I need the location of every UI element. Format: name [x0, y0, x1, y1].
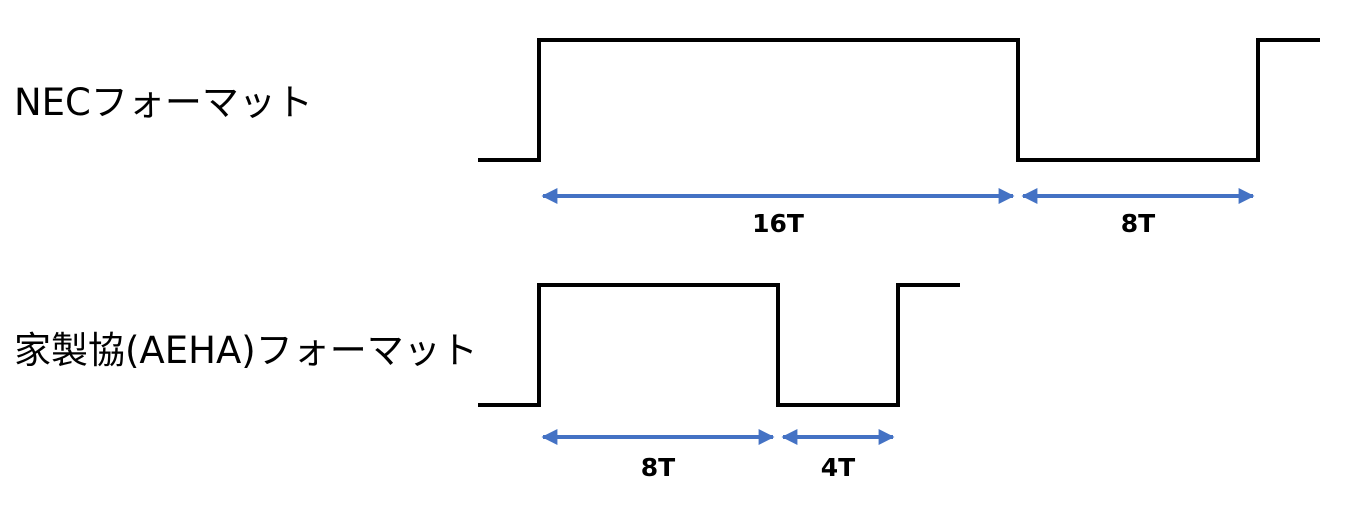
nec-signal-waveform [478, 38, 1320, 162]
nec-16t-label: 16T [752, 209, 804, 238]
aeha-4t-label: 4T [821, 453, 855, 482]
aeha-8t-label: 8T [641, 453, 675, 482]
aeha-format-label: 家製協(AEHA)フォーマット [14, 329, 478, 372]
nec-8t-label: 8T [1121, 209, 1155, 238]
aeha-signal-waveform [478, 283, 960, 407]
nec-format-label: NECフォーマット [14, 81, 313, 124]
